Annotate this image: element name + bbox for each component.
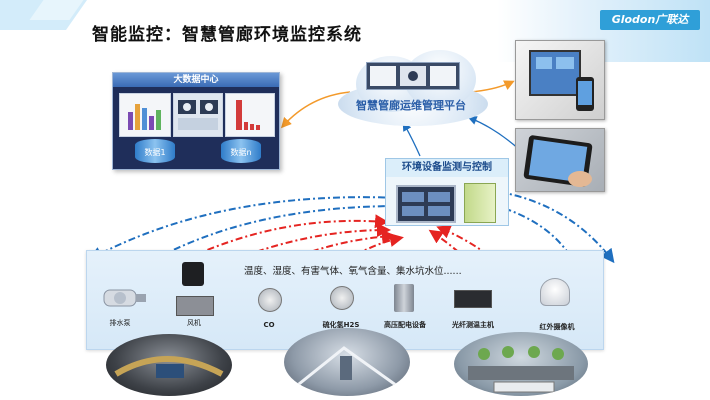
ir-camera-label: 红外摄像机 — [539, 323, 575, 331]
arrow-blue-left-inner — [146, 205, 401, 264]
database-n-icon: 数据n — [221, 139, 261, 163]
cloud-monitor-screens — [366, 62, 460, 90]
arrow-tablet-to-cloud — [467, 116, 521, 151]
tunnel-interior-photo — [284, 328, 410, 396]
data-chart-screen-1 — [119, 93, 171, 137]
fan-controller-icon — [182, 262, 204, 286]
tablet-photo — [515, 128, 605, 192]
sensor-measurements-text: 温度、湿度、有害气体、氧气含量、集水坑水位...... — [244, 266, 462, 277]
brand-logo: Glodon广联达 — [600, 10, 700, 30]
cloud-platform-label: 智慧管廊运维管理平台 — [356, 99, 466, 112]
wall-panel-phone-photo — [515, 40, 605, 120]
big-data-center-title: 大数据中心 — [113, 73, 279, 87]
hv-equipment-label: 高压配电设备 — [384, 321, 426, 329]
database-n-label: 数据n — [230, 148, 252, 157]
arrow-blue-right-outer — [499, 191, 615, 264]
h2s-sensor-icon — [330, 286, 354, 310]
co-sensor-icon — [258, 288, 282, 312]
drain-pump-label: 排水泵 — [109, 319, 131, 327]
arrow-control-to-cloud — [402, 121, 421, 157]
co-sensor-label: CO — [263, 321, 275, 329]
database-1-label: 数据1 — [144, 148, 166, 157]
fan-label: 风机 — [187, 319, 201, 327]
data-dashboard-screen — [173, 93, 223, 137]
tunnel-pipes-photo — [106, 334, 232, 396]
control-cabinet-icon — [464, 183, 496, 223]
environment-monitor-control-box: 环境设备监测与控制 — [385, 158, 509, 226]
surface-road-photo — [454, 332, 588, 396]
hv-equipment-icon — [394, 284, 414, 312]
arrow-red-4 — [329, 233, 404, 271]
environment-monitor-control-title: 环境设备监测与控制 — [386, 159, 508, 177]
control-screen-icon — [396, 185, 456, 223]
data-chart-screen-2 — [225, 93, 275, 137]
arrow-blue-left-outer — [88, 196, 401, 260]
database-1-icon: 数据1 — [135, 139, 175, 163]
arrow-cloud-to-datacenter — [280, 91, 351, 129]
fan-icon — [176, 296, 214, 316]
fiber-host-label: 光纤测温主机 — [452, 321, 494, 329]
arrow-cloud-to-panel — [469, 80, 515, 93]
ir-camera-icon — [540, 278, 570, 306]
h2s-sensor-label: 硫化氢H2S — [322, 321, 360, 329]
big-data-center-panel: 大数据中心 数据1 数据n — [112, 72, 280, 170]
page-title: 智能监控：智慧管廊环境监控系统 — [92, 25, 362, 45]
arrow-red-3 — [269, 229, 396, 269]
fiber-host-icon — [454, 290, 492, 308]
drain-pump-icon — [98, 280, 148, 314]
